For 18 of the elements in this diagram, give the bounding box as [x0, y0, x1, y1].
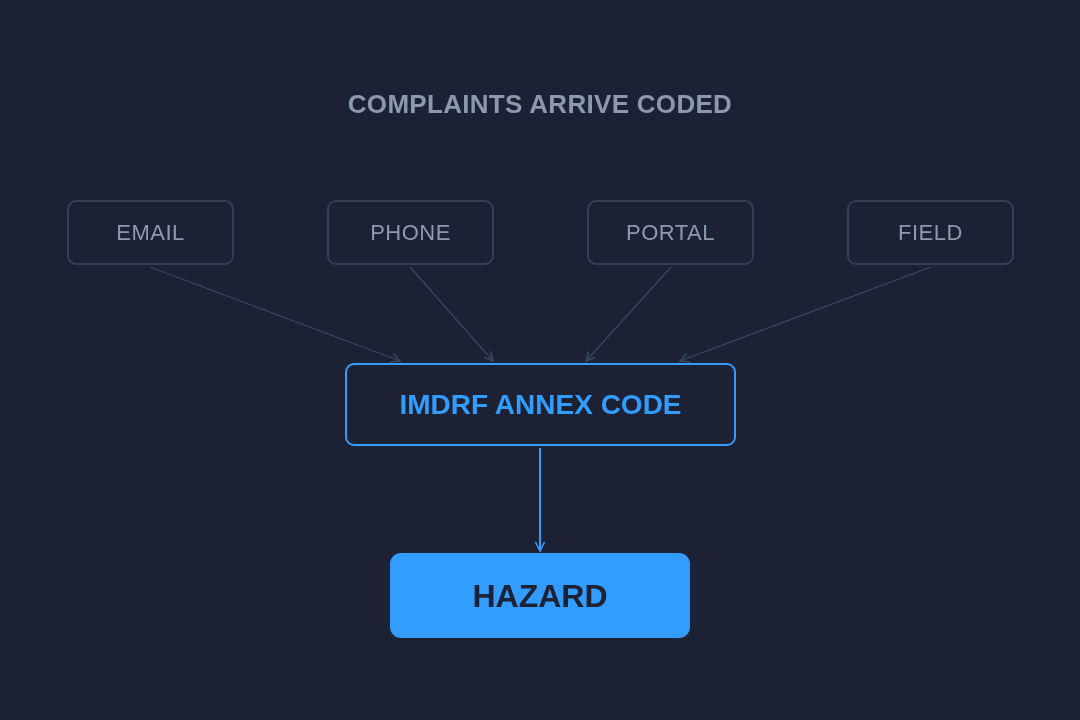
node-label: PHONE	[370, 221, 451, 244]
process-box	[345, 363, 736, 446]
channel-box	[327, 200, 494, 265]
arrow	[149, 266, 401, 363]
arrow	[679, 266, 932, 363]
arrow	[409, 266, 494, 362]
arrow	[534, 447, 546, 552]
arrow	[585, 266, 672, 362]
node-label: HAZARD	[472, 579, 608, 612]
channel-box	[67, 200, 234, 265]
result-box	[390, 553, 690, 638]
channel-box	[847, 200, 1014, 265]
node-label: IMDRF ANNEX CODE	[399, 390, 682, 419]
node-label: FIELD	[898, 221, 963, 244]
node-label: PORTAL	[626, 221, 715, 244]
node-label: EMAIL	[116, 221, 185, 244]
channel-box	[587, 200, 754, 265]
diagram-title: COMPLAINTS ARRIVE CODED	[347, 91, 733, 117]
